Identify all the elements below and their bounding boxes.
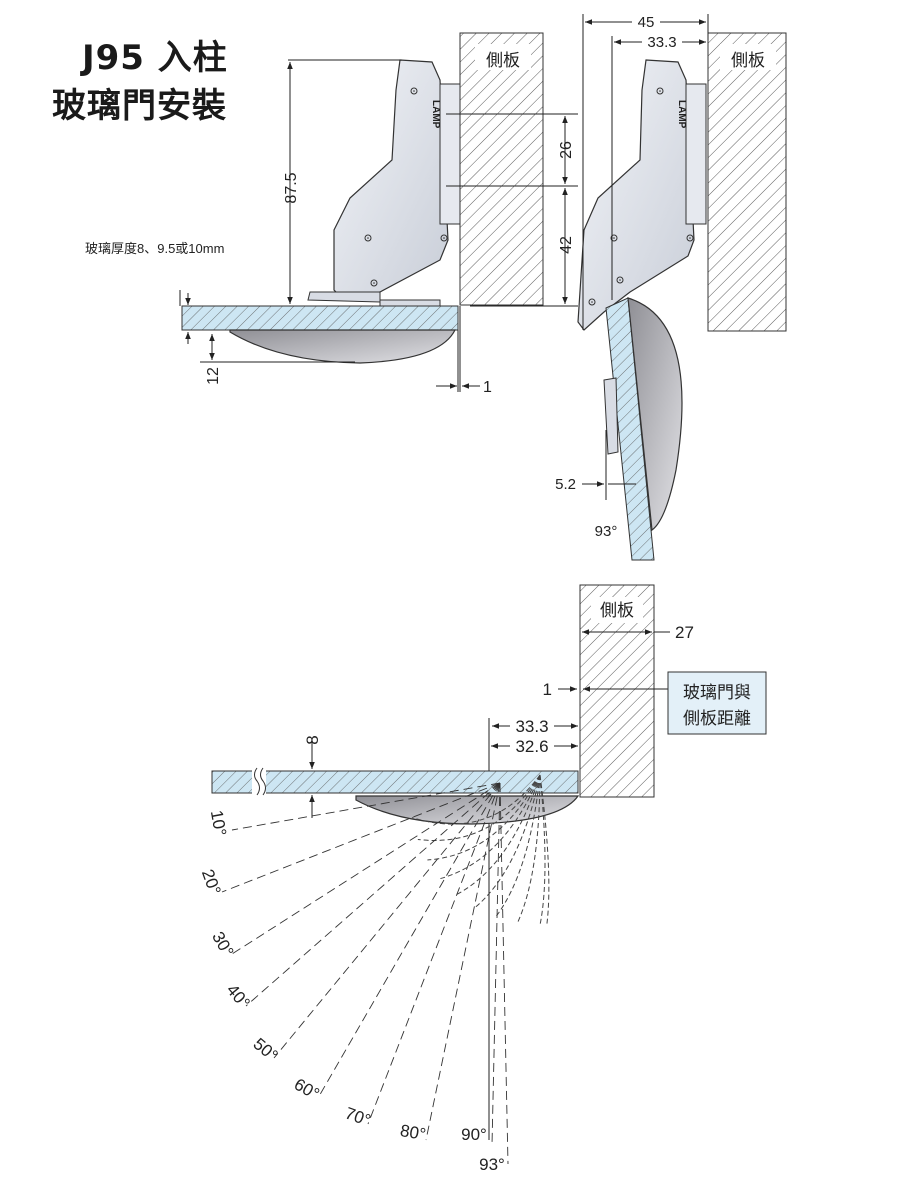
angle-label: 60°	[291, 1075, 323, 1104]
angle-label: 80°	[399, 1121, 428, 1144]
brand-label: LAMP	[676, 100, 687, 129]
page-title-line2: 玻璃門安裝	[52, 86, 227, 126]
callout-box	[667, 671, 767, 735]
hinge-arm	[333, 59, 449, 297]
swing-arc	[411, 774, 541, 825]
glass-door	[181, 305, 459, 331]
swing-line	[245, 782, 501, 1007]
swing-arc	[456, 774, 541, 896]
side-panel-label: 側板	[486, 51, 520, 70]
dim-5-2: 5.2	[555, 476, 576, 493]
glass-door-open	[605, 297, 655, 561]
angle-93: 93°	[595, 523, 618, 540]
side-panel-label: 側板	[731, 51, 765, 70]
swing-positions: 10° 20° 30° 40° 50° 60° 70° 80° 90° 93°	[198, 774, 550, 1174]
swing-arc	[539, 774, 550, 925]
swing-line	[231, 782, 501, 831]
angle-label: 10°	[207, 809, 230, 838]
angle-label: 30°	[208, 928, 237, 960]
glass-thickness-note: 玻璃厚度8、9.5或10mm	[85, 241, 225, 256]
dim-33-3-b: 33.3	[515, 717, 548, 736]
dim-87-5: 87.5	[283, 172, 300, 203]
clamp-pad	[627, 297, 683, 532]
page-title-line1: J95 入柱	[82, 38, 228, 78]
angle-label: 20°	[198, 867, 225, 898]
swing-line	[367, 782, 501, 1125]
swing-arc	[427, 774, 541, 861]
dim-45: 45	[638, 14, 655, 31]
swing-arc	[495, 774, 541, 918]
swing-arc	[474, 774, 541, 908]
callout-line2: 側板距離	[683, 709, 751, 728]
swing-line	[273, 782, 501, 1059]
top-right-view: 側板 LAMP 45 33.3 5.2 93°	[555, 13, 787, 561]
top-left-view: 側板 LAMP 87.5 26 42 12	[179, 32, 578, 396]
side-panel	[459, 32, 544, 306]
angle-label: 70°	[343, 1104, 374, 1131]
dim-12: 12	[205, 367, 222, 385]
dim-8: 8	[303, 735, 322, 744]
dim-33-3: 33.3	[647, 34, 676, 51]
angle-label: 93°	[479, 1155, 505, 1174]
swing-line	[491, 782, 501, 1146]
angle-label: 90°	[461, 1125, 487, 1144]
swing-arc	[539, 774, 546, 926]
brand-label: LAMP	[430, 100, 441, 129]
callout-line1: 玻璃門與	[683, 683, 751, 702]
angle-label: 50°	[250, 1034, 282, 1065]
dim-32-6: 32.6	[515, 737, 548, 756]
dim-1-gap: 1	[483, 379, 492, 396]
swing-line	[317, 782, 501, 1099]
swing-line	[231, 782, 501, 955]
bottom-view: 側板 27 1 玻璃門與 側板距離 33.3 32.6 8 10° 20° 30° 4…	[198, 584, 767, 1174]
swing-line	[425, 782, 501, 1141]
swing-line	[499, 782, 509, 1165]
swing-line	[221, 782, 501, 893]
dim-1-gap: 1	[543, 680, 552, 699]
swing-arc	[440, 774, 541, 880]
angle-label: 40°	[223, 981, 254, 1013]
clamp-pad	[229, 329, 456, 364]
dim-26: 26	[558, 141, 575, 159]
swing-arc	[516, 774, 541, 924]
dim-42: 42	[558, 236, 575, 254]
glass-door-closed	[211, 770, 579, 794]
side-panel-label: 側板	[600, 601, 634, 620]
dim-27: 27	[675, 623, 694, 642]
side-panel	[707, 32, 787, 332]
